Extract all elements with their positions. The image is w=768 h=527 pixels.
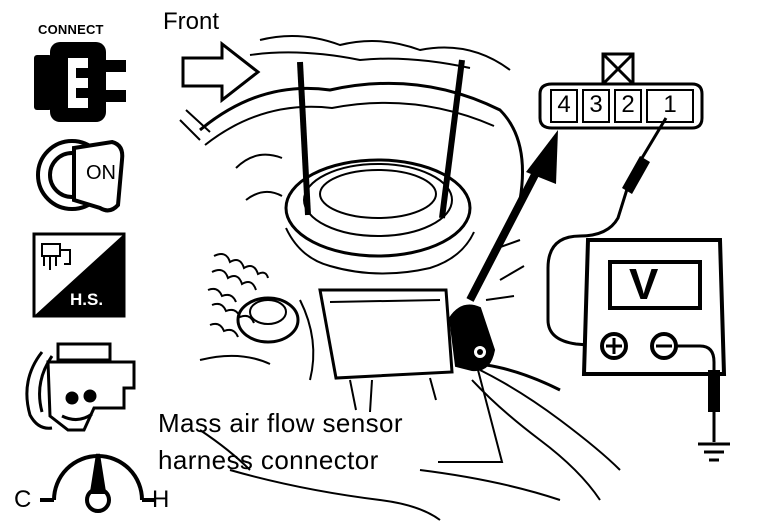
engine-illustration (179, 35, 621, 521)
voltmeter-negative-terminal-icon (650, 332, 678, 360)
connect-plug-icon (34, 42, 126, 122)
caption-line-1: Mass air flow sensor (158, 408, 403, 438)
caption-leader-line (438, 369, 504, 463)
ignition-key-on-icon (36, 139, 125, 213)
voltmeter-positive-terminal-icon (600, 332, 628, 360)
ground-clip (708, 370, 720, 412)
connector-pin-4: 4 (557, 91, 571, 118)
probe-tip (622, 156, 650, 194)
engine-fan-icon (25, 342, 136, 432)
front-arrow-icon (181, 40, 261, 104)
probe-lead (546, 117, 668, 348)
pointer-arrow (466, 130, 558, 302)
ground-lead (676, 344, 716, 442)
temp-cold-label: C (14, 486, 32, 513)
connector-pin-3: 3 (589, 91, 603, 118)
ground-symbol-icon (698, 442, 730, 462)
hot-standby-label: H.S. (70, 290, 104, 309)
connector-pin-diagram (538, 52, 704, 130)
maf-sensor-connector (448, 304, 561, 392)
connector-pin-2: 2 (621, 91, 635, 118)
temp-hot-label: H (152, 486, 170, 513)
temperature-gauge-icon (40, 453, 154, 513)
voltmeter-label: V (629, 260, 659, 309)
hot-standby-icon (32, 232, 126, 318)
front-label: Front (163, 8, 220, 35)
ignition-on-label: ON (86, 162, 116, 184)
caption-line-2: harness connector (158, 445, 379, 475)
connector-pin-1: 1 (663, 91, 677, 118)
connect-label: CONNECT (38, 22, 104, 37)
